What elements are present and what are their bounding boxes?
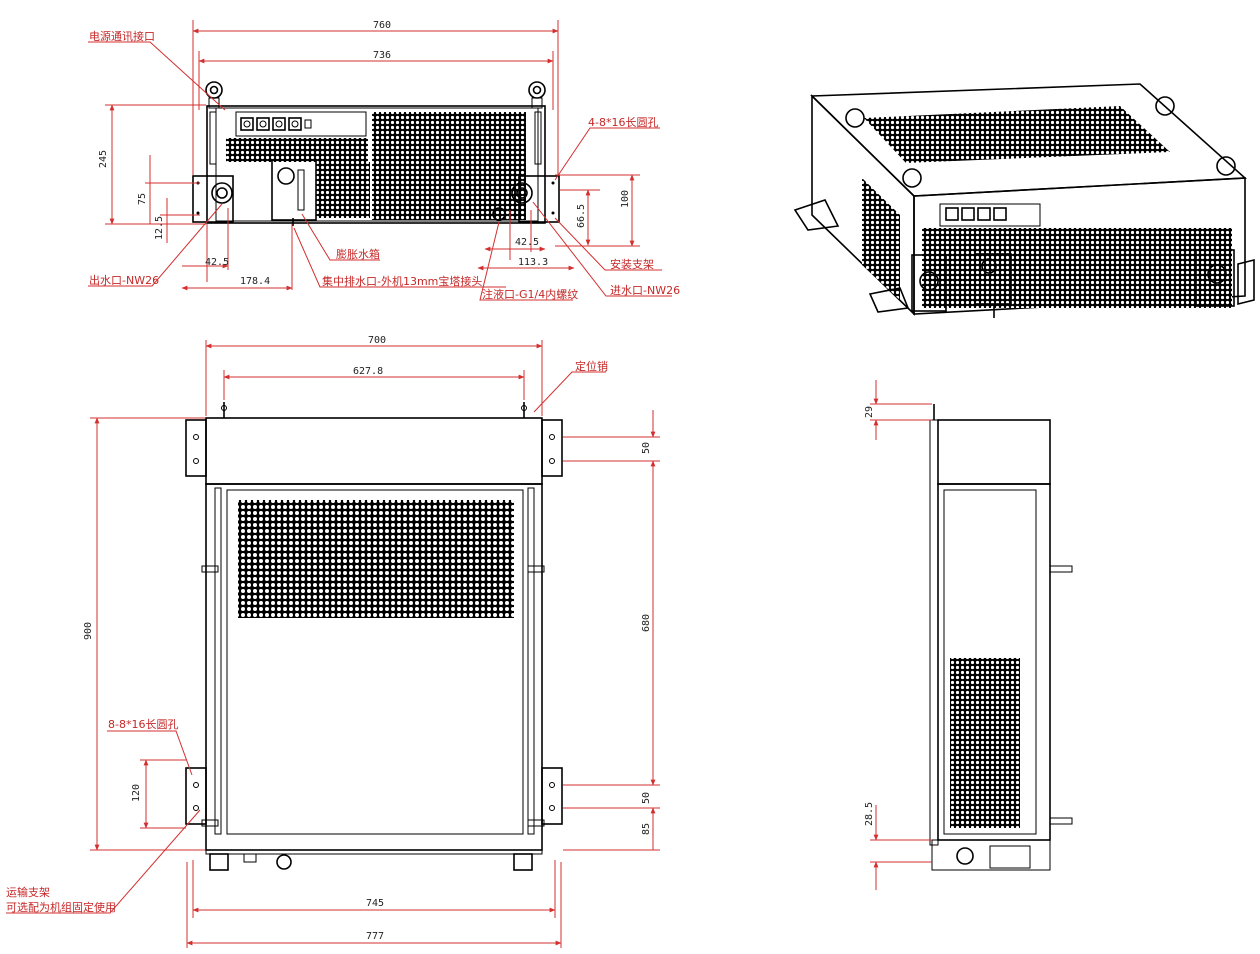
dim-777: 777 <box>366 931 384 942</box>
label-expansion-tank: 膨胀水箱 <box>336 247 380 261</box>
inlet-port-icon <box>511 182 533 204</box>
label-slot-holes-front: 4-8*16长圆孔 <box>588 116 658 129</box>
iso-top-grille <box>864 106 1170 163</box>
label-slot-holes-top: 8-8*16长圆孔 <box>108 718 178 731</box>
dim-627-8: 627.8 <box>353 366 383 377</box>
dim-12-5: 12.5 <box>154 216 165 240</box>
dim-50-bottom: 50 <box>641 792 652 804</box>
top-grille <box>238 500 514 618</box>
front-grille-left <box>226 138 368 162</box>
mount-bracket-right <box>518 175 560 223</box>
dim-736: 736 <box>373 50 391 61</box>
dim-50-top: 50 <box>641 442 652 454</box>
lifting-eye-icon <box>205 81 223 109</box>
outlet-port-icon <box>211 182 233 204</box>
front-grille-right <box>372 112 526 220</box>
control-panel <box>235 111 367 137</box>
dim-760: 760 <box>373 20 391 31</box>
dim-inlet-42-5: 42.5 <box>515 237 539 248</box>
power-connector-icon <box>240 117 312 131</box>
top-header-box <box>205 417 543 485</box>
iso-lifting-eye-icon <box>845 108 865 128</box>
iso-lifting-eye-icon <box>1155 96 1175 116</box>
iso-front-grille <box>922 228 1232 308</box>
iso-side-grille <box>862 178 900 300</box>
label-transport-bracket: 运输支架 <box>6 885 50 899</box>
iso-lifting-eye-icon <box>1216 156 1236 176</box>
label-mount-bracket: 安装支架 <box>610 257 654 271</box>
side-header-box <box>937 419 1051 485</box>
dim-66-5: 66.5 <box>576 204 587 228</box>
mount-bracket-left <box>192 175 234 223</box>
label-drain-port: 集中排水口-外机13mm宝塔接头 <box>322 274 482 288</box>
front-view: 760 736 245 75 12.5 42.5 178.4 42.5 113.… <box>88 20 680 301</box>
side-grille <box>950 658 1020 828</box>
top-view: 700 627.8 900 50 680 50 85 120 745 777 定… <box>6 335 660 948</box>
fill-port-icon <box>492 207 506 221</box>
label-locating-pin: 定位销 <box>575 359 608 373</box>
front-body <box>206 105 546 224</box>
dim-28-5: 28.5 <box>864 802 875 826</box>
isometric-view <box>793 83 1255 318</box>
label-transport-bracket-note: 可选配为机组固定使用 <box>6 900 116 914</box>
dim-178-4: 178.4 <box>240 276 270 287</box>
top-bracket <box>541 767 563 825</box>
dim-100: 100 <box>620 190 631 208</box>
top-bracket <box>185 419 207 477</box>
label-power-port: 电源通讯接口 <box>89 29 155 43</box>
label-water-inlet: 进水口-NW26 <box>610 284 680 297</box>
dim-245: 245 <box>98 150 109 168</box>
lifting-eye-icon <box>528 81 546 109</box>
label-water-outlet: 出水口-NW26 <box>89 273 159 287</box>
dim-680: 680 <box>641 614 652 632</box>
top-bracket <box>541 419 563 477</box>
dim-outlet-42-5: 42.5 <box>205 257 229 268</box>
top-bracket <box>185 767 207 825</box>
iso-lifting-eye-icon <box>902 168 922 188</box>
dim-700: 700 <box>368 335 386 346</box>
dim-85: 85 <box>641 823 652 835</box>
dim-120: 120 <box>131 784 142 802</box>
expansion-tank <box>271 159 317 221</box>
dim-29: 29 <box>864 406 875 418</box>
label-fill-port: 注液口-G1/4内螺纹 <box>482 287 578 301</box>
side-view: 29 28.5 <box>864 380 1073 890</box>
dim-745: 745 <box>366 898 384 909</box>
dim-113-3: 113.3 <box>518 257 548 268</box>
dim-900: 900 <box>83 622 94 640</box>
dim-75: 75 <box>137 193 148 205</box>
